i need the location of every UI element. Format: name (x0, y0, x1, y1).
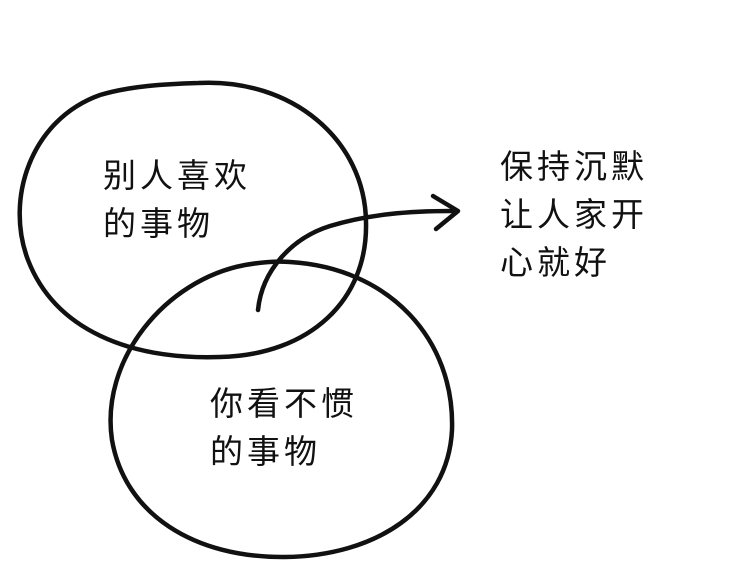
arrow-curve (255, 208, 455, 313)
outcome-line-2: 让人家开 (500, 195, 648, 234)
outcome-line-3: 心就好 (500, 243, 611, 282)
top-circle-line-2: 的事物 (103, 204, 214, 243)
top-circle-label: 别人喜欢 的事物 (103, 152, 251, 248)
arrow-head (430, 193, 461, 232)
outcome-label: 保持沉默 让人家开 心就好 (500, 143, 648, 287)
top-circle (17, 80, 369, 360)
top-circle-line-1: 别人喜欢 (103, 156, 251, 195)
bottom-circle-line-1: 你看不惯 (210, 384, 358, 423)
bottom-circle (108, 259, 455, 560)
outcome-line-1: 保持沉默 (500, 147, 648, 186)
bottom-circle-line-2: 的事物 (210, 432, 321, 471)
bottom-circle-label: 你看不惯 的事物 (210, 380, 358, 476)
